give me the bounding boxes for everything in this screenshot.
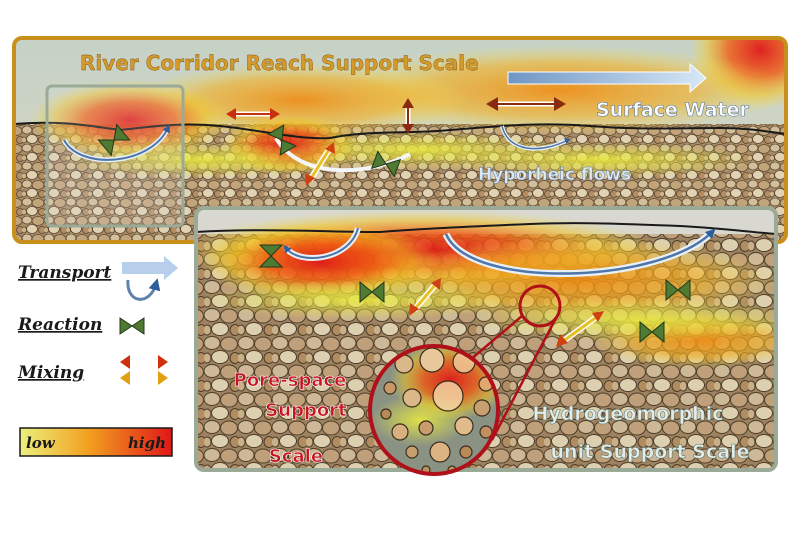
reaction-symbol <box>359 280 385 304</box>
hgu-streambed-line <box>196 222 776 235</box>
mixing-arrow <box>226 108 280 120</box>
mixing-icon <box>120 355 168 385</box>
hgu-label-line2: unit Support Scale <box>551 441 750 463</box>
legend-mixing: Mixing <box>17 355 168 385</box>
reaction-symbol <box>639 320 665 344</box>
hyporheic-flows-label: Hyporheic flows <box>478 165 631 185</box>
hyporheic-flow-arc <box>283 227 359 260</box>
pore-space-label: Pore-space Support Scale <box>233 370 347 468</box>
pore-label-line2: Support <box>265 400 347 421</box>
pore-label-line1: Pore-space <box>234 370 347 391</box>
scale-high-label: high <box>128 434 166 452</box>
legend-reaction-label: Reaction <box>17 315 102 335</box>
legend-mixing-label: Mixing <box>17 363 84 383</box>
concentration-scale-bar <box>19 427 173 457</box>
transport-loop-icon <box>126 278 161 301</box>
mixing-arrow <box>486 97 566 111</box>
hgu-frame <box>194 206 778 472</box>
reach-title: River Corridor Reach Support Scale <box>80 51 479 75</box>
reaction-icon <box>119 317 145 335</box>
reaction-symbol <box>267 124 297 156</box>
hgu-zoom-box <box>45 84 185 228</box>
transport-icon <box>122 256 178 280</box>
mixing-arrow <box>305 142 335 186</box>
legend-reaction: Reaction <box>17 315 145 335</box>
mixing-arrow <box>402 98 414 134</box>
hyporheic-flow-arc <box>444 228 716 275</box>
mixing-arrow <box>409 278 441 316</box>
hgu-label: Hydrogeomorphic unit Support Scale <box>532 403 750 464</box>
hgu-scale-panel: Pore-space Support Scale Hydrogeomorphic… <box>194 206 778 476</box>
mixing-arrow <box>556 311 604 347</box>
concentration-scale: low high <box>19 427 173 457</box>
reaction-symbol <box>258 244 284 268</box>
reach-streambed-line <box>14 121 786 140</box>
pore-space-inset <box>368 284 562 476</box>
legend-transport-label: Transport <box>18 263 111 283</box>
scale-low-label: low <box>26 434 56 452</box>
reaction-symbol <box>97 123 131 157</box>
legend: Transport Reaction Mixing low high <box>17 256 178 457</box>
pore-label-line3: Scale <box>269 446 323 467</box>
hyporheic-flow-arc <box>63 124 170 161</box>
reaction-symbol <box>370 150 402 178</box>
reaction-symbol <box>665 278 691 302</box>
surface-water-arrow <box>507 62 707 94</box>
pore-zoom-source-circle <box>518 284 562 328</box>
hgu-label-line1: Hydrogeomorphic <box>533 403 724 425</box>
surface-water-label: Surface Water <box>596 99 750 121</box>
reach-scale-panel: River Corridor Reach Support Scale Surfa… <box>12 36 788 244</box>
hyporheic-flow-arc <box>501 125 571 150</box>
pore-zoom-circle <box>368 344 500 476</box>
legend-transport: Transport <box>18 256 178 301</box>
